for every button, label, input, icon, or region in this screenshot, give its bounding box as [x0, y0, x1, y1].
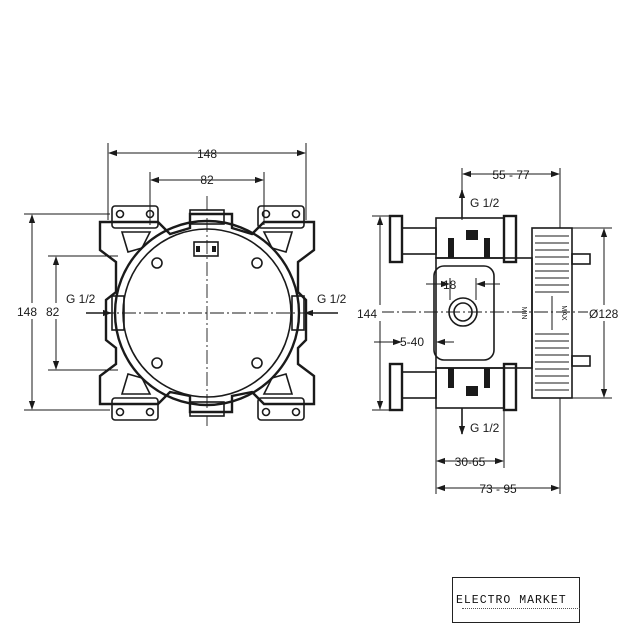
body-detail [466, 386, 478, 396]
mount-hole [115, 407, 125, 417]
mount-hole [145, 407, 155, 417]
body-detail [484, 368, 490, 388]
outlet-top-label: G 1/2 [470, 196, 500, 210]
flange-top-right [502, 214, 518, 264]
dim-depth-top: 55 - 77 [492, 168, 530, 182]
bracket-tab-top-left [111, 205, 159, 229]
mount-hole [291, 209, 301, 219]
mount-hole [291, 407, 301, 417]
fitting-bottom [401, 371, 437, 399]
screw-boss [151, 357, 163, 369]
port-detail [196, 246, 200, 252]
front-dimensions: 148 82 148 82 G 1/2 G 1/2 [14, 143, 347, 411]
screw-boss [151, 257, 163, 269]
gusset-bottom-left [120, 373, 152, 395]
dim-diameter: Ø128 [589, 307, 619, 321]
flange-bottom-right [502, 362, 518, 412]
mount-hole [261, 407, 271, 417]
bracket-tab-bottom-right [257, 397, 305, 421]
watermark-frame [452, 577, 580, 623]
dim-depth-outer: 73 - 95 [479, 482, 517, 496]
port-detail [212, 246, 216, 252]
screw-boss [251, 357, 263, 369]
flange-top-left [388, 214, 404, 264]
dim-width-inner: 82 [200, 173, 214, 187]
body-detail [448, 368, 454, 388]
inlet-left-label: G 1/2 [66, 292, 96, 306]
side-dimensions: 55 - 77 G 1/2 G 1/2 144 18 5-40 Ø128 [356, 168, 636, 496]
gusset-top-right [262, 231, 294, 253]
dim-height-outer: 148 [17, 305, 37, 319]
fitting-top [401, 227, 437, 255]
front-view [98, 196, 316, 426]
body-detail [484, 238, 490, 258]
dim-port: 18 [443, 278, 457, 292]
rear-pin-top [571, 253, 591, 265]
dim-offset: 5-40 [400, 335, 424, 349]
outlet-bottom-label: G 1/2 [470, 421, 500, 435]
inlet-right-label: G 1/2 [317, 292, 347, 306]
sleeve-ribs [535, 235, 569, 391]
side-body-main [435, 257, 533, 369]
bracket-tab-bottom-left [111, 397, 159, 421]
side-view: MIN MAX [380, 214, 600, 412]
dim-height-side: 144 [357, 307, 377, 321]
mark-max: MAX [560, 305, 567, 321]
watermark-brand: ELECTRO MARKET [456, 594, 567, 607]
gusset-bottom-right [262, 373, 294, 395]
rear-pin-bottom [571, 355, 591, 367]
bracket-tab-top-right [257, 205, 305, 229]
dim-depth-inner: 30-65 [455, 455, 486, 469]
flange-bottom-left [388, 362, 404, 412]
gusset-top-left [120, 231, 152, 253]
body-detail [448, 238, 454, 258]
ribbed-sleeve [531, 227, 573, 399]
dim-height-inner: 82 [46, 305, 60, 319]
watermark-underline [462, 608, 580, 613]
mark-min: MIN [520, 307, 527, 320]
body-detail [466, 230, 478, 240]
mount-hole [115, 209, 125, 219]
front-bracket-outline [98, 212, 316, 414]
screw-boss [251, 257, 263, 269]
top-inner-port [193, 241, 219, 257]
mount-hole [261, 209, 271, 219]
side-body-housing [433, 265, 495, 361]
dim-width-outer: 148 [197, 147, 217, 161]
